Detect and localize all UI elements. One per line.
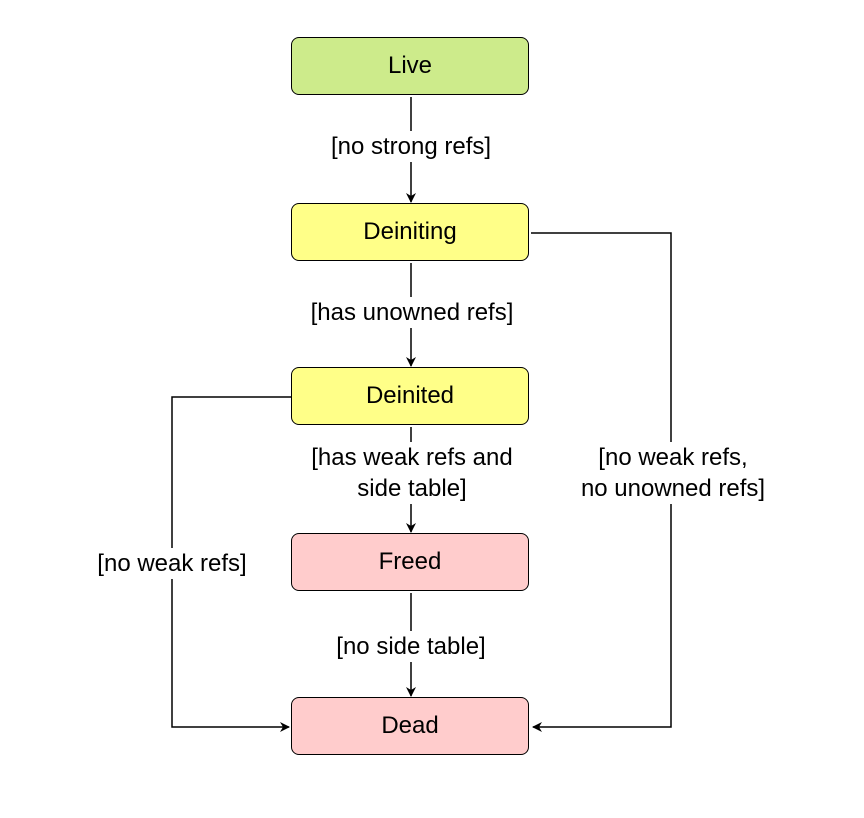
label-no-strong-refs: [no strong refs] bbox=[311, 131, 511, 162]
label-no-side-table: [no side table] bbox=[319, 631, 503, 662]
state-dead: Dead bbox=[291, 697, 529, 755]
label-has-unowned-refs: [has unowned refs] bbox=[293, 297, 531, 328]
state-freed: Freed bbox=[291, 533, 529, 591]
label-has-weak-refs-and-side-table: [has weak refs and side table] bbox=[289, 442, 535, 504]
label-no-weak-refs-no-unowned-refs: [no weak refs, no unowned refs] bbox=[559, 442, 787, 504]
label-line: [has weak refs and bbox=[311, 444, 513, 471]
label-line: [no weak refs, bbox=[598, 444, 748, 471]
label-line: side table] bbox=[357, 475, 467, 502]
label-line: no unowned refs] bbox=[580, 475, 766, 502]
label-no-weak-refs: [no weak refs] bbox=[80, 548, 264, 579]
state-deiniting: Deiniting bbox=[291, 203, 529, 261]
state-live: Live bbox=[291, 37, 529, 95]
state-deinited: Deinited bbox=[291, 367, 529, 425]
